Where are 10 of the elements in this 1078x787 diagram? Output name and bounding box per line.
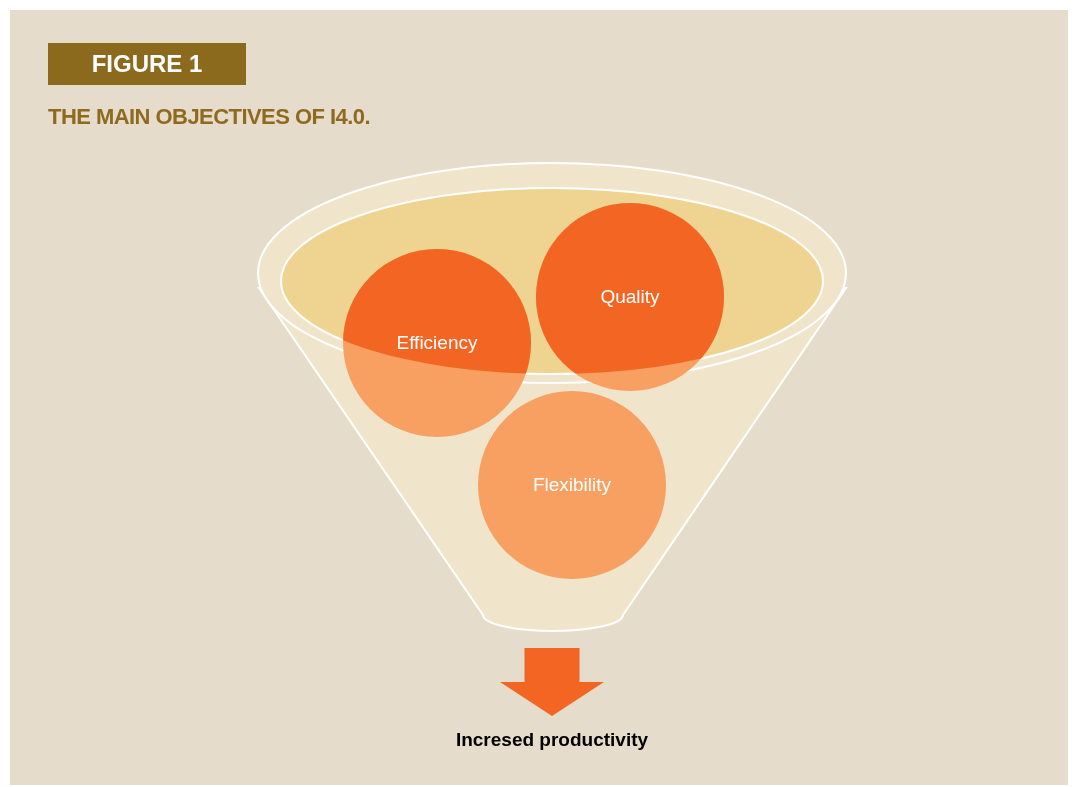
block-arrow (500, 648, 604, 716)
objective-label: Efficiency (396, 330, 478, 355)
figure-badge: FIGURE 1 (48, 43, 246, 85)
figure-title: THE MAIN OBJECTIVES OF I4.0. (48, 103, 370, 131)
objective-circle (536, 203, 724, 391)
objective-label: Quality (600, 284, 660, 309)
objective-circle (478, 391, 666, 579)
objective-circle (343, 249, 531, 437)
objective-label: Flexibility (532, 472, 612, 497)
result-text: Incresed productivity (402, 726, 702, 755)
